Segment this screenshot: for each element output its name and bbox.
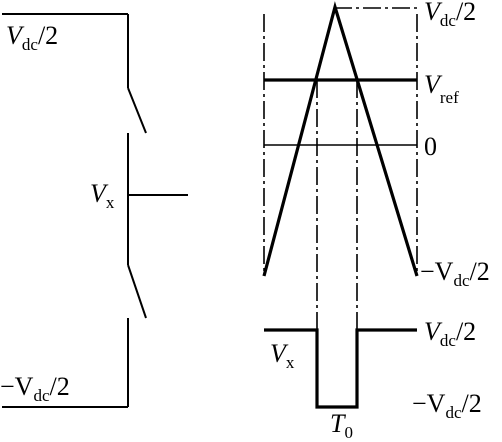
output-low-label: −Vdc/2 bbox=[412, 389, 482, 422]
pulse-width-label: T0 bbox=[330, 409, 353, 442]
triangular-carrier bbox=[262, 1, 419, 277]
mid-node-label: Vx bbox=[90, 179, 115, 212]
output-high-label: Vdc/2 bbox=[424, 317, 476, 350]
half-bridge-circuit: Vdc/2 Vx −Vdc/2 bbox=[0, 13, 188, 408]
output-waveform: Vdc/2 −Vdc/2 Vx T0 bbox=[264, 317, 482, 442]
bottom-rail-label: −Vdc/2 bbox=[0, 372, 70, 405]
reference-label: Vref bbox=[424, 70, 459, 107]
carrier-top-label: Vdc/2 bbox=[424, 0, 476, 30]
vx-signal-label: Vx bbox=[270, 339, 295, 372]
zero-label: 0 bbox=[424, 132, 437, 161]
carrier-bottom-label: −Vdc/2 bbox=[420, 257, 490, 290]
top-rail-label: Vdc/2 bbox=[6, 21, 58, 54]
carrier-comparison-plot: Vdc/2 Vref 0 −Vdc/2 bbox=[262, 0, 490, 330]
upper-switch bbox=[127, 87, 147, 134]
lower-switch bbox=[127, 264, 147, 319]
vx-pulse bbox=[264, 328, 417, 409]
